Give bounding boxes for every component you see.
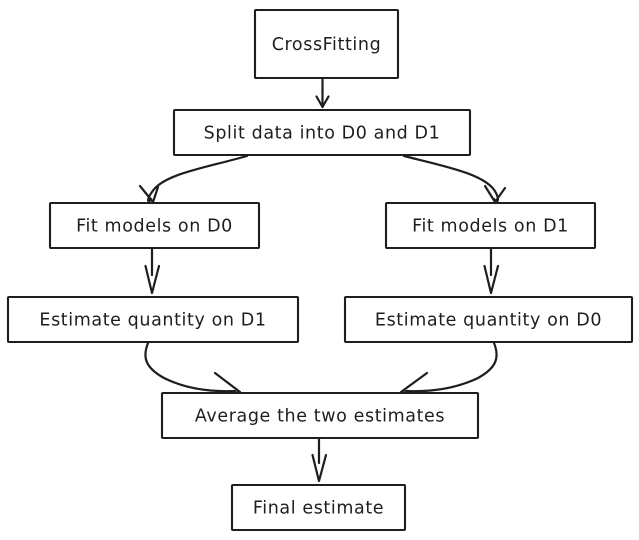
node-estimate-d1[interactable]: Estimate quantity on D1 (6, 295, 300, 344)
edge-estimate-d1-average (144, 341, 242, 396)
edge-split-fit-d1 (402, 154, 507, 204)
node-estimate-d1-label: Estimate quantity on D1 (39, 311, 266, 331)
edge-fit-d0-estimate-d1 (144, 247, 161, 295)
edge-fit-d1-estimate-d0 (483, 247, 500, 295)
node-split-label: Split data into D0 and D1 (204, 124, 441, 144)
node-fit-d0-box[interactable] (48, 201, 261, 250)
node-fit-d1[interactable]: Fit models on D1 (384, 201, 597, 250)
edge-crossfitting-split (315, 77, 330, 109)
nodes-layer: CrossFitting Split data into D0 and D1 F… (6, 8, 634, 532)
node-fit-d1-label: Fit models on D1 (412, 217, 569, 237)
node-final[interactable]: Final estimate (230, 483, 407, 532)
node-estimate-d0-box[interactable] (343, 295, 634, 344)
edge-average-final (311, 437, 328, 483)
node-crossfitting-box[interactable] (253, 8, 400, 80)
node-estimate-d0-label: Estimate quantity on D0 (375, 311, 602, 331)
node-final-label: Final estimate (253, 499, 384, 519)
node-split[interactable]: Split data into D0 and D1 (172, 108, 472, 157)
edge-split-fit-d0 (138, 154, 249, 204)
node-average[interactable]: Average the two estimates (160, 391, 480, 440)
node-average-box[interactable] (160, 391, 480, 440)
node-fit-d1-box[interactable] (384, 201, 597, 250)
node-final-box[interactable] (230, 483, 407, 532)
node-estimate-d1-box[interactable] (6, 295, 300, 344)
node-average-label: Average the two estimates (195, 407, 445, 427)
node-estimate-d0[interactable]: Estimate quantity on D0 (343, 295, 634, 344)
node-fit-d0[interactable]: Fit models on D0 (48, 201, 261, 250)
edge-estimate-d0-average (399, 341, 498, 396)
node-fit-d0-label: Fit models on D0 (76, 217, 233, 237)
node-crossfitting[interactable]: CrossFitting (253, 8, 400, 80)
node-split-box[interactable] (172, 108, 472, 157)
node-crossfitting-label: CrossFitting (272, 35, 382, 55)
